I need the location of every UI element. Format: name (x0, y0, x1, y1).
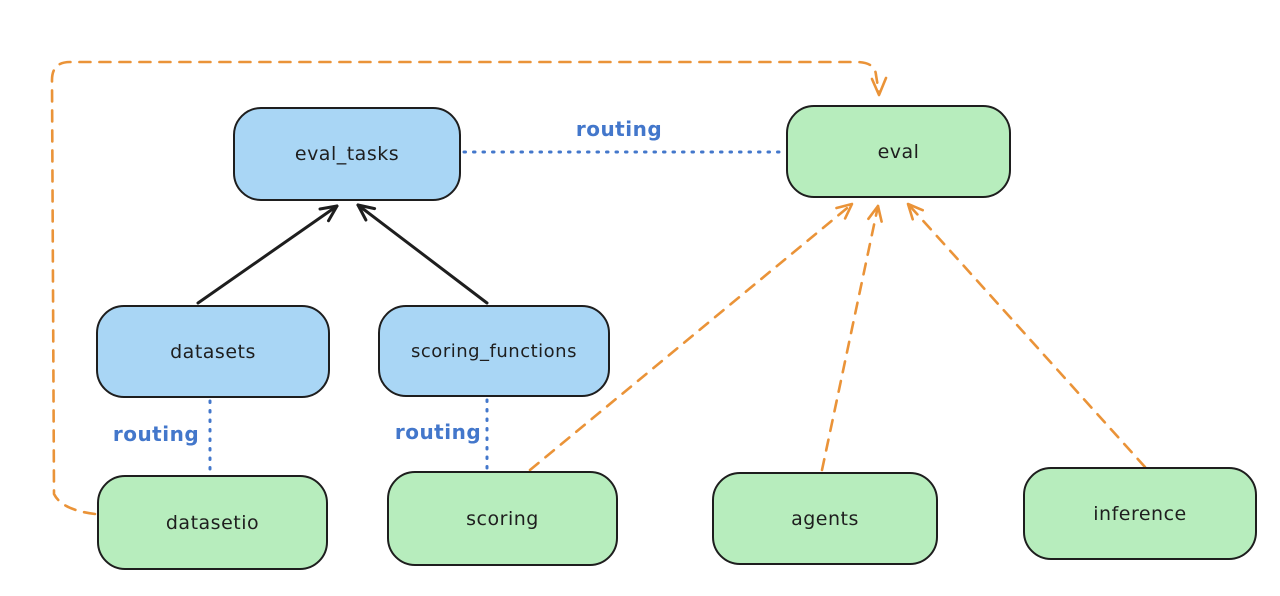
node-datasets-label: datasets (170, 340, 256, 363)
node-inference: inference (1023, 467, 1257, 560)
routing-label-scoring-functions-scoring: routing (394, 420, 482, 444)
routing-label-eval-tasks-eval: routing (575, 117, 663, 141)
node-datasets: datasets (96, 305, 330, 398)
edge-datasets-to-eval-tasks (196, 204, 339, 305)
edge-scoring-functions-to-eval-tasks (356, 203, 489, 305)
node-agents: agents (712, 472, 938, 565)
node-eval-tasks-label: eval_tasks (294, 143, 400, 165)
node-agents-label: agents (791, 507, 859, 530)
edge-inference-to-eval (906, 202, 1147, 469)
node-scoring-functions: scoring_functions (378, 305, 610, 397)
edge-scoring-to-eval (528, 202, 854, 472)
edge-agents-to-eval (820, 204, 883, 472)
edge-datasetio-to-eval (50, 60, 888, 516)
node-inference-label: inference (1093, 502, 1187, 525)
node-eval: eval (786, 105, 1011, 198)
node-scoring-functions-label: scoring_functions (411, 340, 577, 362)
node-scoring: scoring (387, 471, 618, 566)
routing-label-datasets-datasetio: routing (112, 422, 200, 446)
node-datasetio: datasetio (97, 475, 328, 570)
node-scoring-label: scoring (466, 507, 539, 530)
node-datasetio-label: datasetio (165, 511, 260, 534)
node-eval-label: eval (877, 140, 920, 163)
node-eval-tasks: eval_tasks (233, 107, 461, 201)
